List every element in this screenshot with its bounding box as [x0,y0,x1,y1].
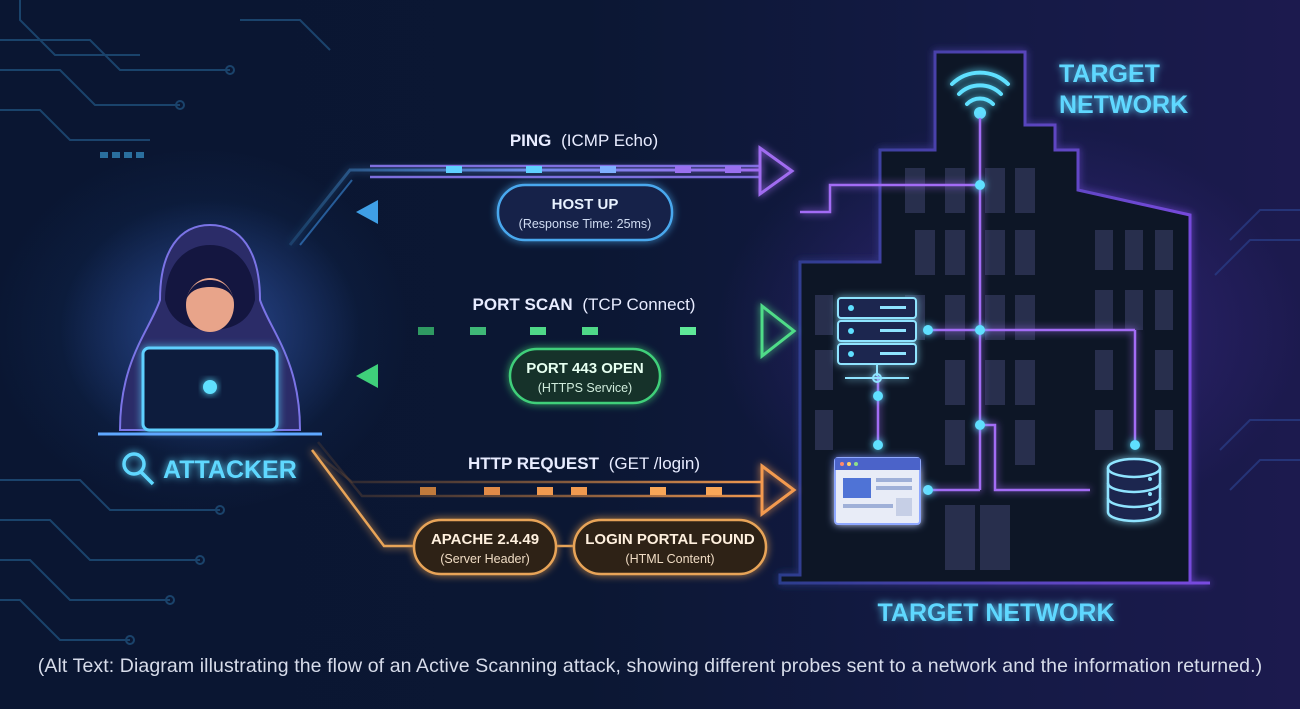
dash-marks-left [100,152,144,158]
http-request-label: HTTP REQUEST (GET /login) [468,454,700,473]
host-up-title: HOST UP [552,196,619,213]
port-scan-probe: PORT SCAN (TCP Connect) [330,295,797,360]
port-open-detail: (HTTPS Service) [538,381,632,395]
ping-probe: PING (ICMP Echo) [288,131,795,246]
attacker-label-group: ATTACKER [122,452,297,486]
wifi-icon [950,70,1010,119]
host-up-detail: (Response Time: 25ms) [519,217,652,231]
port-open-pill [508,347,662,405]
ping-label-detail: (ICMP Echo) [561,131,658,150]
http-arrowhead [760,463,797,517]
webpage-icon [834,457,921,525]
login-portal-title: LOGIN PORTAL FOUND [585,531,755,548]
server-rack-icon [837,297,917,383]
port-scan-label-detail: (TCP Connect) [582,295,695,314]
apache-detail: (Server Header) [440,552,530,566]
ping-response: HOST UP (Response Time: 25ms) [356,183,820,242]
port-scan-response: PORT 443 OPEN (HTTPS Service) [356,347,800,405]
login-portal-detail: (HTML Content) [625,552,714,566]
http-response: APACHE 2.4.49 (Server Header) LOGIN PORT… [311,449,800,576]
ping-label-name: PING [510,131,552,150]
ping-packets [446,166,741,173]
magnifier-icon [122,452,155,486]
port-scan-packets [418,327,696,335]
port-scan-label: PORT SCAN (TCP Connect) [473,295,696,314]
host-up-pill [496,183,674,242]
port-scan-arrowhead [760,302,797,360]
port-open-title: PORT 443 OPEN [526,360,644,377]
laptop-logo-icon [203,380,217,394]
ping-arrowhead [758,145,795,197]
database-icon [1106,457,1162,523]
alt-text-caption: (Alt Text: Diagram illustrating the flow… [37,655,1263,677]
ping-response-arrowhead [356,200,378,224]
ping-label: PING (ICMP Echo) [510,131,658,150]
apache-pill [412,518,558,576]
http-request-probe: HTTP REQUEST (GET /login) [311,441,797,517]
attacker-figure [60,200,360,460]
target-building [778,50,1210,585]
port-scan-response-arrowhead [356,364,378,388]
target-title-top-line2: NETWORK [1059,91,1188,119]
circuit-traces-left [0,0,331,645]
http-request-label-name: HTTP REQUEST [468,454,600,473]
http-packets [420,487,722,495]
circuit-traces-right [1214,209,1300,491]
http-request-label-detail: (GET /login) [609,454,700,473]
target-title-top-line1: TARGET [1059,60,1160,88]
login-portal-pill [572,518,768,576]
attacker-label: ATTACKER [163,456,297,484]
target-title-bottom: TARGET NETWORK [877,599,1114,627]
port-scan-label-name: PORT SCAN [473,295,573,314]
apache-title: APACHE 2.4.49 [431,531,539,548]
